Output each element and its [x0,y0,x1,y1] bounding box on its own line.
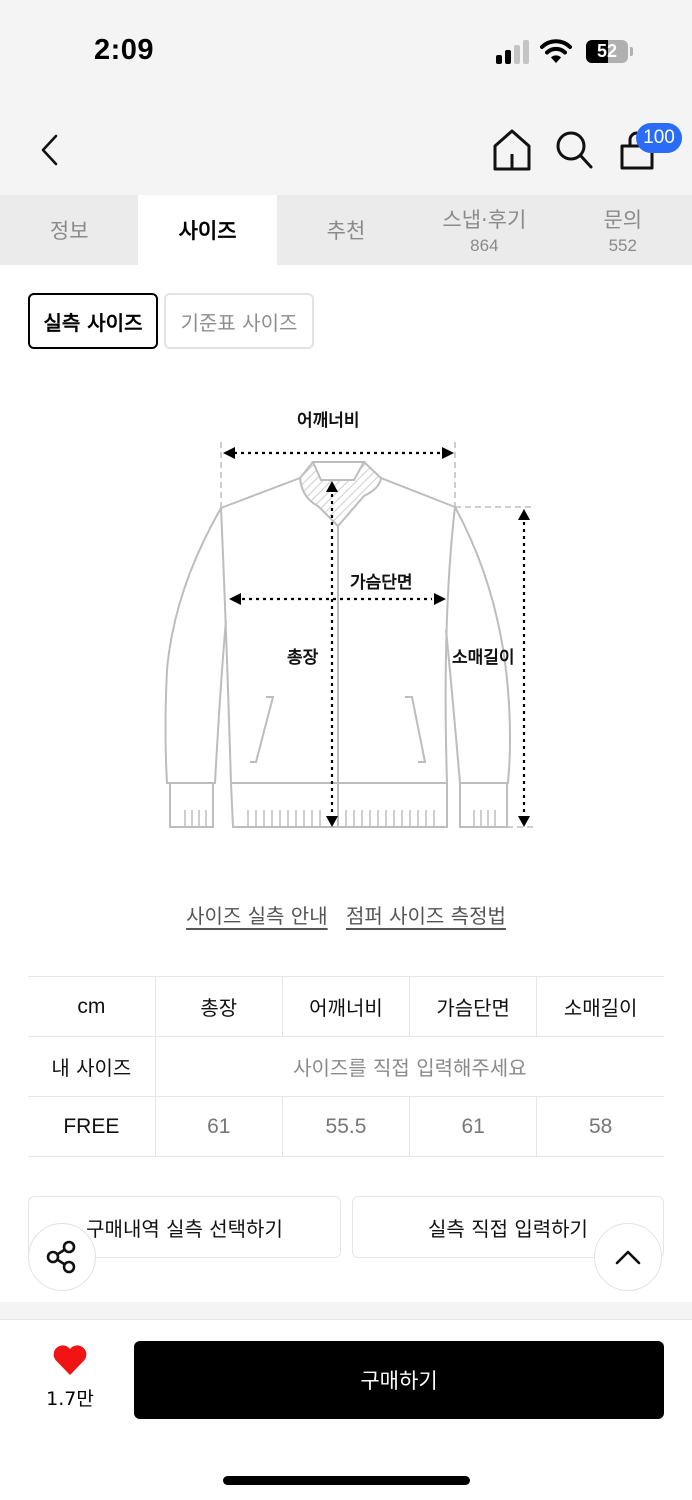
top-nav-bar [0,100,692,195]
table-header-row: cm 총장 어깨너비 가슴단면 소매길이 [28,976,664,1037]
actual-size-toggle[interactable]: 실측 사이즈 [28,293,158,349]
my-size-label: 내 사이즈 [28,1036,156,1097]
tab-label: 스냅·후기 [442,208,527,232]
like-button[interactable]: 1.7만 [40,1344,100,1411]
share-button[interactable] [28,1223,96,1291]
chevron-up-icon [615,1250,641,1265]
size-table: cm 총장 어깨너비 가슴단면 소매길이 내 사이즈 사이즈를 직접 입력해주세… [28,976,664,1157]
cellular-signal-icon [496,40,532,64]
standard-size-toggle[interactable]: 기준표 사이즈 [164,293,314,349]
jacket-illustration [164,442,535,828]
tab-count: 552 [608,236,637,255]
share-icon [46,1240,76,1274]
size-guide-links: 사이즈 실측 안내 점퍼 사이즈 측정법 [0,900,692,929]
column-header: 어깨너비 [281,976,411,1037]
tab-size[interactable]: 사이즈 [138,195,277,265]
unit-header: cm [28,976,156,1037]
home-icon [493,129,531,171]
size-label: FREE [28,1096,156,1157]
scroll-to-top-button[interactable] [594,1223,662,1291]
size-value: 61 [409,1096,538,1157]
size-value: 58 [536,1096,664,1157]
battery-level: 52 [596,41,618,61]
home-indicator [223,1476,470,1485]
chest-width-label: 가슴단면 [350,573,413,593]
tab-count: 864 [470,236,499,255]
tab-info[interactable]: 정보 [0,195,138,265]
size-value: 61 [154,1096,283,1157]
battery-tip [630,47,633,56]
tab-inquiry[interactable]: 문의 552 [554,195,692,265]
battery-icon: 52 [586,40,628,63]
status-bar: 2:09 52 [0,0,692,100]
tab-label: 사이즈 [178,219,237,243]
search-icon [556,131,593,169]
buy-button[interactable]: 구매하기 [134,1341,664,1419]
status-time: 2:09 [94,34,155,66]
size-value: 55.5 [281,1096,411,1157]
home-button[interactable] [491,128,533,172]
back-button[interactable] [34,130,66,170]
product-tabs: 정보 사이즈 추천 스냅·후기 864 문의 552 [0,195,692,265]
table-row: FREE 61 55.5 61 58 [28,1096,664,1157]
tab-recommend[interactable]: 추천 [277,195,415,265]
size-guide-link[interactable]: 사이즈 실측 안내 [186,904,328,928]
column-header: 가슴단면 [409,976,538,1037]
wifi-icon [540,39,572,63]
my-size-row: 내 사이즈 사이즈를 직접 입력해주세요 [28,1036,664,1097]
cart-count-badge: 100 [636,123,682,153]
tab-label: 정보 [49,219,89,243]
tab-label: 문의 [603,208,643,232]
my-size-input[interactable]: 사이즈를 직접 입력해주세요 [154,1036,664,1097]
shoulder-width-label: 어깨너비 [297,411,360,431]
chevron-left-icon [41,134,58,166]
section-divider [0,1302,692,1320]
column-header: 소매길이 [536,976,664,1037]
search-button[interactable] [554,130,594,170]
size-measurement-diagram: 어깨너비 가슴단면 총장 소매길이 [150,390,550,850]
tab-label: 추천 [326,219,366,243]
heart-icon [53,1345,87,1375]
total-length-label: 총장 [287,648,319,668]
tab-snap-review[interactable]: 스냅·후기 864 [415,195,553,265]
sleeve-length-label: 소매길이 [452,648,515,668]
column-header: 총장 [154,976,283,1037]
like-count: 1.7만 [46,1388,94,1410]
jumper-measure-link[interactable]: 점퍼 사이즈 측정법 [345,904,506,928]
